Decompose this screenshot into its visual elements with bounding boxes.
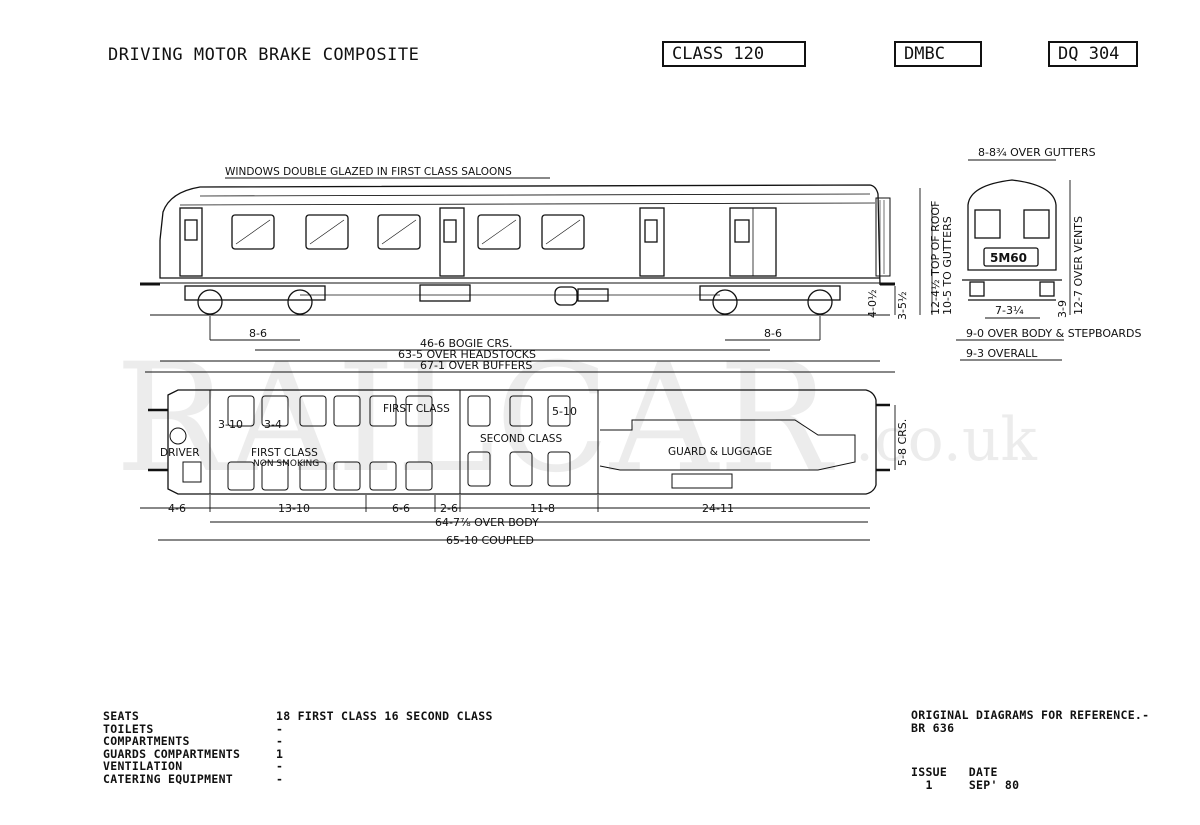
plan-dim-3: 6-6 [392, 502, 410, 515]
plan-dim-centres: 5-8 CRS. [896, 419, 909, 466]
spec-value-toilets: - [276, 721, 284, 736]
issue-label: ISSUE [911, 765, 948, 779]
side-dim-buffer-height: 3-5½ [896, 291, 909, 320]
seat-pitch-2: 3-4 [264, 418, 282, 431]
plan-dim-4: 2-6 [440, 502, 458, 515]
watermark-domain: .co.uk [855, 405, 1037, 475]
side-dim-floor: 4-0½ [866, 289, 879, 318]
spec-label-catering: CATERING EQUIPMENT [103, 771, 234, 786]
spec-label-ventilation: VENTILATION [103, 759, 183, 773]
saloon-windows [231, 214, 585, 250]
plan-dim-6: 24-11 [702, 502, 734, 515]
plan-dim-coupled: 65-10 COUPLED [446, 534, 534, 547]
issue-block: ISSUE DATE 1 SEP' 80 [911, 766, 1019, 791]
seat-pitch-1: 3-10 [218, 418, 243, 431]
plan-dim-2: 13-10 [278, 502, 310, 515]
guard-luggage-label: GUARD & LUGGAGE [668, 446, 772, 458]
side-dim-bogie-left: 8-6 [249, 327, 267, 340]
non-smoking-label: NON SMOKING [253, 459, 319, 469]
end-dim-step-height: 3-9 [1056, 300, 1069, 318]
side-dim-buffers: 67-1 OVER BUFFERS [420, 359, 532, 372]
glazing-note: WINDOWS DOUBLE GLAZED IN FIRST CLASS SAL… [225, 166, 512, 178]
spec-value-catering: - [276, 771, 284, 786]
first-class-label: FIRST CLASS [251, 447, 318, 459]
end-elevation [956, 159, 1071, 361]
seats-upper [227, 395, 571, 427]
plan-dims-bottom: 4-6 13-10 6-6 2-6 11-8 24-11 [168, 502, 734, 515]
reference-note: ORIGINAL DIAGRAMS FOR REFERENCE.- BR 636 [911, 709, 1149, 734]
side-dim-roof-height: 12-4½ TOP OF ROOF [929, 201, 942, 315]
diagram-number-box: DQ 304 [1048, 41, 1138, 67]
end-dim-vents: 12-7 OVER VENTS [1072, 216, 1085, 315]
plan-dim-over-body: 64-7⅞ OVER BODY [435, 516, 539, 529]
type-box: DMBC [894, 41, 982, 67]
spec-label-seats: SEATS [103, 709, 140, 723]
diagram-title: DRIVING MOTOR BRAKE COMPOSITE [108, 45, 420, 65]
class-box: CLASS 120 [662, 41, 806, 67]
reference-line-2: BR 636 [911, 720, 955, 735]
end-dim-overall: 9-3 OVERALL [966, 347, 1038, 360]
spec-value-guards: 1 [276, 746, 284, 761]
reference-line-1: ORIGINAL DIAGRAMS FOR REFERENCE.- [911, 708, 1150, 722]
first-class-label-2: FIRST CLASS [383, 403, 450, 415]
end-dim-gutters: 8-8¾ OVER GUTTERS [978, 146, 1096, 159]
headcode: 5M60 [990, 251, 1027, 265]
second-class-label: SECOND CLASS [480, 433, 562, 445]
end-dim-track: 7-3¼ [995, 304, 1024, 317]
date-value: SEP' 80 [968, 777, 1020, 792]
side-dim-headstocks: 63-5 OVER HEADSTOCKS [398, 348, 536, 361]
plan-dim-5: 11-8 [530, 502, 555, 515]
spec-value-compartments: - [276, 734, 284, 748]
plan-dim-1: 4-6 [168, 502, 186, 515]
spec-value-ventilation: - [276, 759, 284, 773]
spec-label-guards: GUARDS COMPARTMENTS [103, 746, 241, 761]
side-dim-bogie-right: 8-6 [764, 327, 782, 340]
side-elevation: WINDOWS DOUBLE GLAZED IN FIRST CLASS SAL… [140, 166, 933, 373]
side-dim-bogie-centres: 46-6 BOGIE CRS. [420, 337, 513, 350]
plan-view [140, 389, 896, 541]
spec-value-seats: 18 FIRST CLASS 16 SECOND CLASS [276, 709, 493, 723]
seat-pitch-3: 5-10 [552, 405, 577, 418]
date-label: DATE [968, 765, 998, 779]
side-dim-gutters: 10-5 TO GUTTERS [941, 216, 954, 315]
seats-lower [227, 451, 571, 491]
spec-label-compartments: COMPARTMENTS [103, 734, 190, 748]
spec-values: 18 FIRST CLASS 16 SECOND CLASS - - 1 - - [276, 710, 493, 785]
bogie-right [699, 285, 841, 315]
spec-labels: SEATS TOILETS COMPARTMENTS GUARDS COMPAR… [103, 710, 240, 785]
end-dim-body: 9-0 OVER BODY & STEPBOARDS [966, 327, 1141, 340]
spec-label-toilets: TOILETS [103, 721, 154, 736]
bogie-left [184, 285, 326, 315]
issue-value: 1 [925, 777, 933, 792]
driver-label: DRIVER [160, 447, 200, 459]
